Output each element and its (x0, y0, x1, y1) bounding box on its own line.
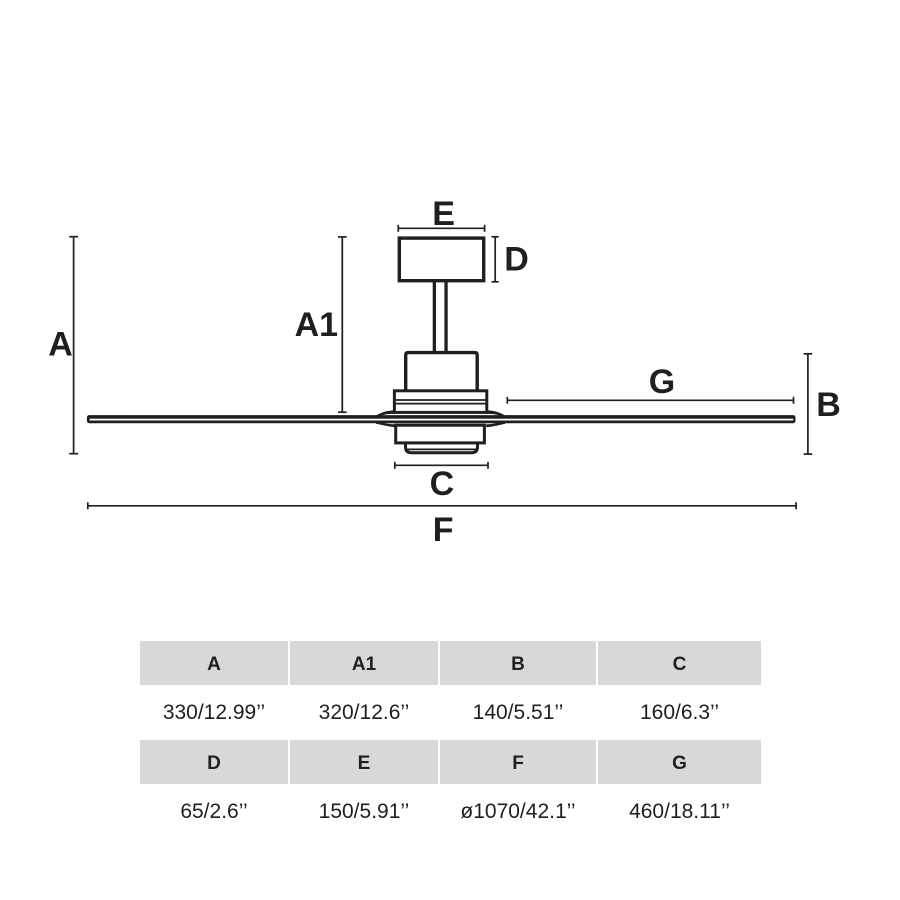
svg-text:E: E (432, 195, 455, 233)
svg-text:A1: A1 (295, 306, 338, 344)
svg-text:C: C (430, 465, 455, 503)
svg-text:F: F (433, 511, 454, 549)
svg-text:B: B (816, 386, 841, 424)
svg-text:G: G (649, 363, 675, 401)
svg-text:D: D (504, 241, 529, 279)
svg-text:A: A (48, 326, 73, 364)
